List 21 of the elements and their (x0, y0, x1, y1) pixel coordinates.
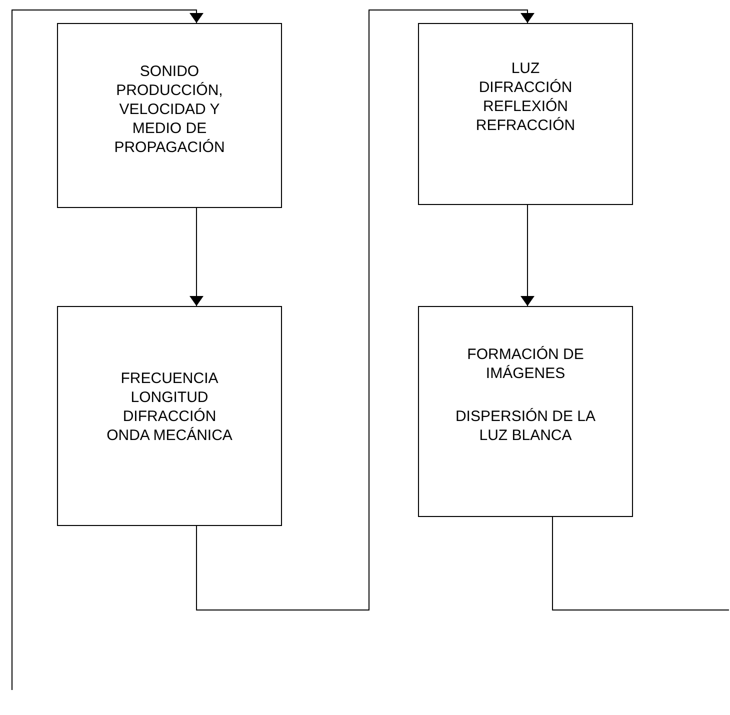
box-text: SONIDO (140, 62, 200, 81)
box-text: FORMACIÓN DE IMÁGENES (466, 345, 585, 383)
box-text: DISPERSIÓN DE LA LUZ BLANCA (454, 407, 597, 445)
box-text: LUZ (511, 59, 540, 78)
box-text: REFRACCIÓN (476, 116, 576, 135)
arrow (520, 204, 534, 306)
box-text: PRODUCCIÓN, VELOCIDAD Y MEDIO DE PROPAGACIÓN (113, 81, 226, 157)
box-text: LONGITUD (130, 388, 208, 407)
box-text: REFLEXIÓN (482, 97, 568, 116)
process-box (418, 23, 633, 205)
process-box (57, 306, 282, 526)
box-text: DIFRACCIÓN (122, 407, 216, 426)
connector-line (552, 516, 730, 610)
arrow (196, 10, 534, 610)
process-box (418, 306, 633, 517)
box-text: ONDA MECÁNICA (106, 426, 232, 445)
box-text: FRECUENCIA (120, 369, 218, 388)
arrow (190, 208, 204, 306)
arrow (12, 10, 204, 690)
process-box (57, 23, 282, 208)
box-text: DIFRACCIÓN (478, 78, 572, 97)
